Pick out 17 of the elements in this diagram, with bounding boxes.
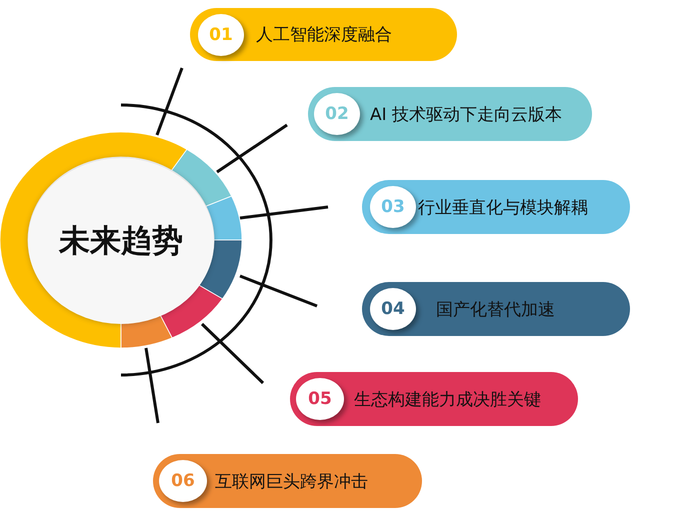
- trend-pill: [362, 180, 630, 234]
- number-badge: 02: [314, 93, 360, 135]
- trend-text: AI 技术驱动下走向云版本: [370, 104, 562, 126]
- number-badge: 06: [159, 460, 207, 502]
- number-badge: 04: [370, 288, 416, 330]
- trend-text: 国产化替代加速: [436, 298, 555, 322]
- trend-text: 人工智能深度融合: [256, 24, 392, 47]
- number-badge: 01: [198, 14, 244, 56]
- trend-text: 互联网巨头跨界冲击: [215, 470, 368, 494]
- trend-pill: [190, 8, 457, 61]
- trend-text: 生态构建能力成决胜关键: [354, 388, 541, 412]
- number-badge: 03: [370, 186, 416, 228]
- trend-text: 行业垂直化与模块解耦: [418, 196, 588, 220]
- trend-pill: [153, 454, 422, 508]
- trend-pill: [362, 282, 630, 336]
- trend-pill: [308, 87, 592, 141]
- number-badge: 05: [296, 378, 344, 420]
